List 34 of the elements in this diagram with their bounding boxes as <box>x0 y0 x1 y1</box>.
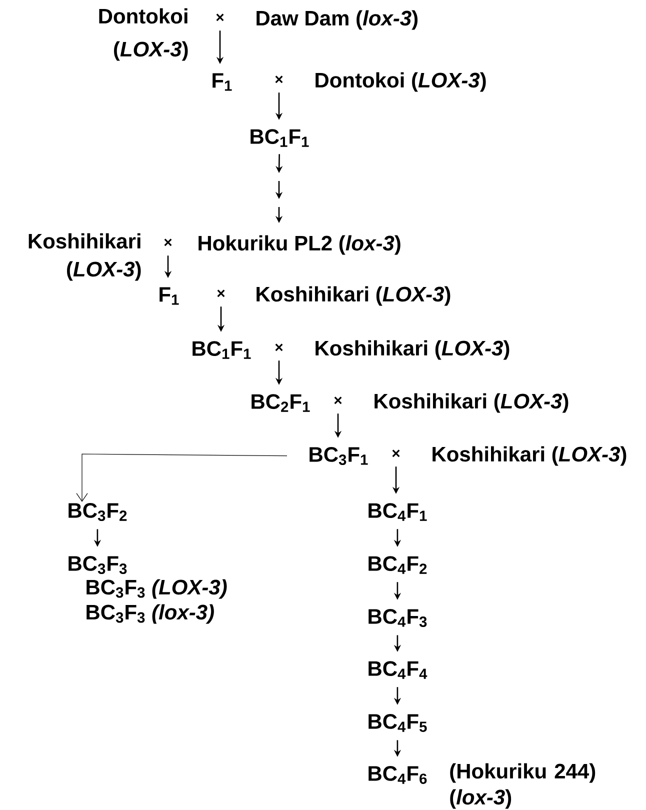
generation-label: BC$_{1}$F$_{1}$ <box>192 341 251 359</box>
cross-sign: × <box>216 14 224 22</box>
generation-label: BC$_{4}$F$_{4}$ <box>368 661 428 679</box>
generation-label: F$_{1}$ <box>160 287 179 305</box>
generation-label: Koshihikari (LOX-3) <box>256 286 450 306</box>
cross-sign: × <box>392 450 400 458</box>
parent-name: Dontokoi (LOX-3) <box>99 8 188 61</box>
line-label: BC$_{3}$F$_{3}$ (lox-3) <box>86 604 214 624</box>
beside-note: (Hokuriku 244) (lox-3) <box>450 763 596 809</box>
generation-label: Hokuriku PL2 (lox-3) <box>198 235 400 255</box>
cross-sign: × <box>275 344 283 352</box>
generation-label: Koshihikari (LOX-3) <box>374 393 568 413</box>
generation-label: BC$_{4}$F$_{5}$ <box>368 714 427 732</box>
cross-sign: × <box>164 238 172 246</box>
generation-label: BC$_{4}$F$_{3}$ <box>368 609 427 627</box>
parent-name: Koshihikari (LOX-3) <box>28 233 141 281</box>
generation-label: BC$_{4}$F$_{1}$ <box>368 503 427 521</box>
generation-label: BC$_{3}$F$_{2}$ <box>68 503 127 521</box>
generation-label: BC$_{2}$F$_{1}$ <box>252 394 310 412</box>
line-label: BC$_{3}$F$_{3}$ (LOX-3) <box>86 579 227 599</box>
generation-label: BC$_{1}$F$_{1}$ <box>250 129 309 147</box>
generation-label: Dontokoi (LOX-3) <box>316 72 486 92</box>
cross-sign: × <box>217 290 225 298</box>
generation-label: Daw Dam (lox-3) <box>256 10 418 30</box>
generation-label: Koshihikari (LOX-3) <box>432 446 626 466</box>
cross-sign: × <box>275 76 283 84</box>
generation-label: BC$_{4}$F$_{6}$ <box>368 766 427 784</box>
cross-sign: × <box>334 396 342 404</box>
generation-label: BC$_{3}$F$_{1}$ <box>310 447 368 465</box>
generation-label: Koshihikari (LOX-3) <box>316 340 510 360</box>
generation-label: BC$_{3}$F$_{3}$ <box>68 556 127 574</box>
arrow <box>76 454 288 502</box>
generation-label: F$_{1}$ <box>212 73 232 91</box>
generation-label: BC$_{4}$F$_{2}$ <box>368 556 427 574</box>
